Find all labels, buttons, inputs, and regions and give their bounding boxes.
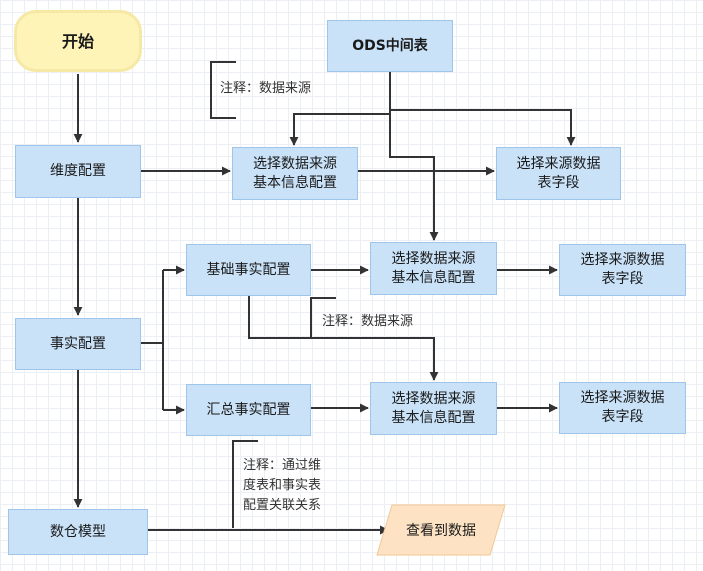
source-field-node-2[interactable]: 选择来源数据 表字段	[559, 244, 686, 296]
note-bracket-2	[310, 297, 336, 338]
arrow-ods-to-field-1	[390, 109, 576, 146]
note-data-source-1: 注释：数据来源	[220, 81, 312, 96]
source-field-node-3[interactable]: 选择来源数据 表字段	[559, 382, 686, 434]
fact-config-node[interactable]: 事实配置	[15, 318, 141, 370]
connector-fact-split	[141, 270, 164, 410]
base-fact-config-node[interactable]: 基础事实配置	[186, 244, 311, 296]
source-info-config-node-3[interactable]: 选择数据来源 基本信息配置	[370, 382, 497, 435]
note-relation-config: 注释：通过维 度表和事实表 配置关联关系	[243, 458, 322, 513]
note-bracket-1	[210, 61, 236, 119]
source-info-config-node-1[interactable]: 选择数据来源 基本信息配置	[232, 147, 358, 200]
arrow-ods-to-src-info-1	[289, 72, 391, 146]
arrow-ods-to-src-info-2	[389, 110, 439, 241]
ods-table-node[interactable]: ODS中间表	[327, 20, 453, 72]
view-data-shape	[376, 504, 506, 556]
arrow-base-to-src-info-3	[248, 296, 439, 381]
note-bracket-3	[232, 440, 258, 528]
source-field-node-1[interactable]: 选择来源数据 表字段	[496, 147, 621, 200]
note-data-source-2: 注释：数据来源	[322, 314, 414, 329]
source-info-config-node-2[interactable]: 选择数据来源 基本信息配置	[370, 242, 497, 295]
summary-fact-config-node[interactable]: 汇总事实配置	[186, 384, 311, 436]
dimension-config-node[interactable]: 维度配置	[15, 145, 141, 198]
view-data-node[interactable]: 查看到数据	[406, 523, 476, 539]
start-node[interactable]: 开始	[14, 10, 142, 72]
dw-model-node[interactable]: 数仓模型	[8, 509, 148, 555]
